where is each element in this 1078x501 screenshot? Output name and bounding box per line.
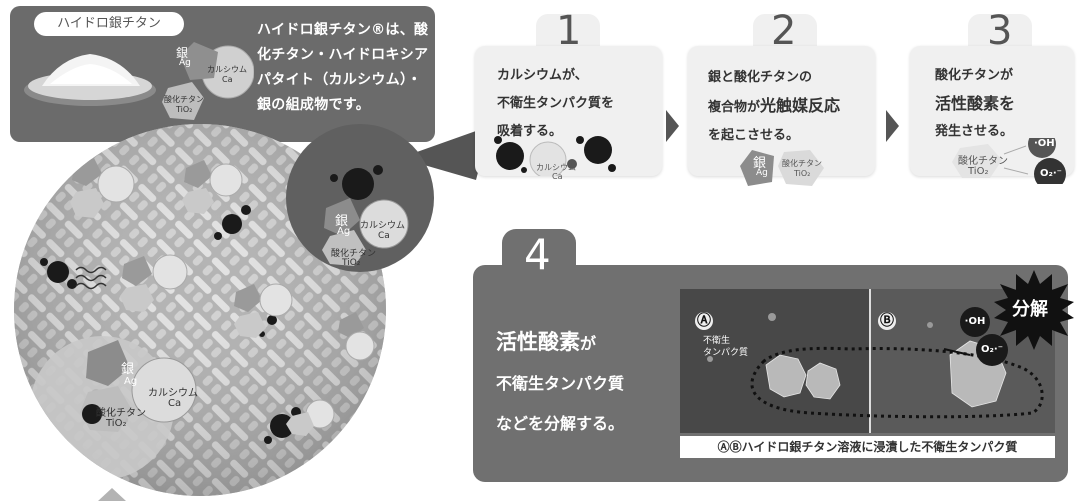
circle-titanium-symbol: TiO₂ xyxy=(106,418,127,429)
step3-active-oxygen: 活性酸素を xyxy=(935,94,1016,113)
intro-particle-group xyxy=(162,42,254,120)
callout-titanium-label: 酸化チタン xyxy=(331,249,377,259)
micrograph-oh-radical: ·OH xyxy=(960,307,990,337)
step4-number: 4 xyxy=(524,230,551,279)
step4-tab xyxy=(502,229,576,277)
circle-calcium-label: カルシウム xyxy=(148,388,198,399)
callout-silver-label: 銀 xyxy=(335,214,349,229)
step3-titanium-label: 酸化チタン xyxy=(958,156,1008,167)
step3-line1: 酸化チタンが xyxy=(935,68,1014,83)
step2-particles-illustration xyxy=(740,150,824,186)
step3-titanium-symbol: TiO₂ xyxy=(968,166,989,177)
intro-calcium-symbol: Ca xyxy=(222,75,233,84)
step1-number: 1 xyxy=(556,8,582,54)
callout-calcium-symbol: Ca xyxy=(378,231,390,241)
step1-text: カルシウムが、 不衛生タンパク質を 吸着する。 xyxy=(497,62,614,146)
step2-line3: を起こさせる。 xyxy=(708,128,800,143)
step2-photocatalyst: 光触媒反応 xyxy=(760,96,841,115)
step2-number: 2 xyxy=(771,8,797,54)
step2-silver-symbol: Ag xyxy=(756,168,768,178)
step4-line1-suffix: が xyxy=(580,334,597,353)
step3-radical-illustration xyxy=(952,138,1066,184)
circle-titanium-label: 酸化チタン xyxy=(96,408,146,419)
step4-line2: 不衛生タンパク質 xyxy=(496,374,625,393)
micrograph-label-b: Ⓑ xyxy=(878,312,896,330)
powder-dish-image xyxy=(24,54,156,106)
step1-adsorption-illustration xyxy=(494,136,616,176)
decompose-label: 分解 xyxy=(1012,299,1048,320)
step2-card xyxy=(688,46,875,176)
step2-line2a: 複合物が xyxy=(708,100,761,115)
step2-silver-label: 銀 xyxy=(753,156,767,171)
step3-number: 3 xyxy=(987,8,1013,54)
intro-titanium-symbol: TiO₂ xyxy=(176,105,193,114)
micrograph-label-a: Ⓐ xyxy=(695,312,713,330)
callout-calcium-label: カルシウム xyxy=(360,221,406,231)
circle-pointer xyxy=(98,488,126,501)
intro-description: ハイドロ銀チタン®は、酸化チタン・ハイドロキシアパタイト（カルシウム）・銀の組成… xyxy=(257,22,429,113)
step1-line1: カルシウムが、 xyxy=(497,68,588,83)
step2-titanium-symbol: TiO₂ xyxy=(794,169,811,178)
step2-titanium-label: 酸化チタン xyxy=(782,159,822,168)
circle-calcium-symbol: Ca xyxy=(168,398,182,409)
step3-o2-radical: O₂·⁻ xyxy=(1040,168,1062,179)
circle-silver-symbol: Ag xyxy=(124,376,138,387)
intro-calcium-label: カルシウム xyxy=(207,65,247,74)
micrograph-o2-radical: O₂·⁻ xyxy=(976,334,1008,366)
arrow-step2-to-3 xyxy=(886,110,899,142)
callout-silver-symbol: Ag xyxy=(337,226,351,237)
fabric-magnified-circle xyxy=(14,124,386,496)
product-tag: ハイドロ銀チタン xyxy=(34,12,184,36)
decompose-burst xyxy=(994,270,1074,350)
micrograph-caption: ⒶⒷハイドロ銀チタン溶液に浸漬した不衛生タンパク質 xyxy=(680,436,1055,458)
intro-silver-symbol: Ag xyxy=(179,58,191,68)
step3-text: 酸化チタンが 活性酸素を 発生させる。 xyxy=(935,62,1015,146)
step4-text: 活性酸素が 不衛生タンパク質 などを分解する。 xyxy=(496,322,624,444)
step1-calcium-label: カルシウム xyxy=(536,163,576,172)
step3-line3: 発生させる。 xyxy=(935,124,1014,139)
intro-silver-label: 銀 xyxy=(176,46,189,60)
callout-titanium-symbol: TiO₂ xyxy=(342,258,361,268)
step4-line3: などを分解する。 xyxy=(496,414,625,433)
arrow-step1-to-2 xyxy=(666,110,679,142)
step2-line1: 銀と酸化チタンの xyxy=(708,70,813,85)
step1-line3: 吸着する。 xyxy=(497,124,563,139)
step1-line2: 不衛生タンパク質を xyxy=(497,96,615,111)
step2-text: 銀と酸化チタンの 複合物が光触媒反応 を起こさせる。 xyxy=(708,64,840,150)
micrograph-protein-label-line2: タンパク質 xyxy=(703,348,749,358)
step3-oh-radical: ·OH xyxy=(1034,138,1055,149)
intro-titanium-label: 酸化チタン xyxy=(164,95,204,104)
micrograph-protein-label-line1: 不衛生 xyxy=(703,336,731,346)
circle-silver-label: 銀 xyxy=(121,362,135,377)
zoom-callout xyxy=(286,124,490,272)
step4-active-oxygen: 活性酸素 xyxy=(496,330,580,354)
step1-calcium-symbol: Ca xyxy=(552,172,563,181)
